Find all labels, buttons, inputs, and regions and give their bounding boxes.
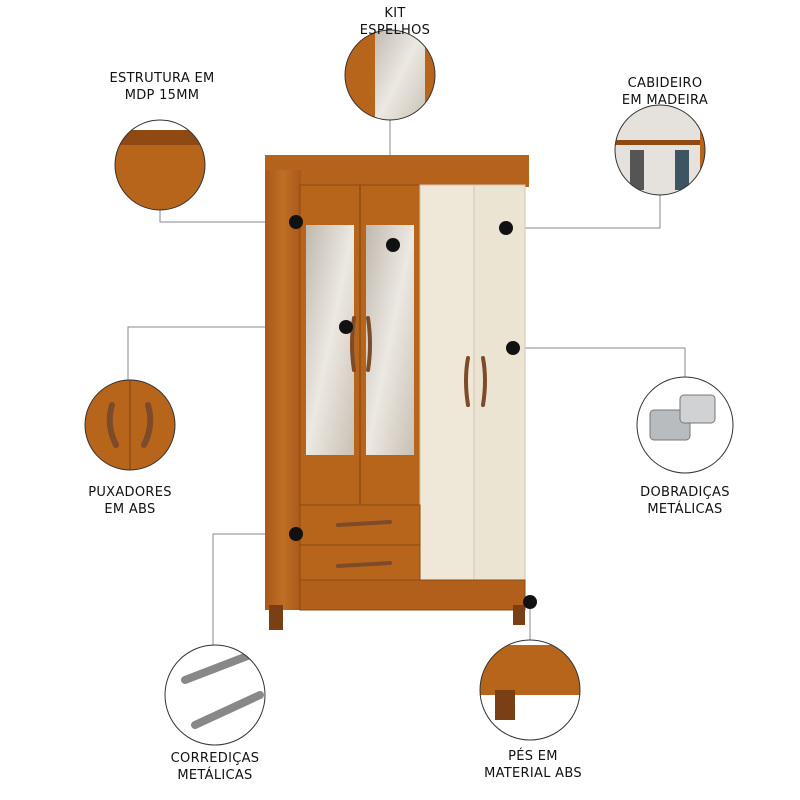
detail-cabideiro bbox=[615, 105, 705, 195]
detail-circle-outlines bbox=[84, 29, 734, 746]
detail-puxadores bbox=[85, 380, 175, 470]
wardrobe bbox=[265, 155, 529, 630]
callout-dots bbox=[289, 215, 537, 609]
detail-dobradicas bbox=[637, 377, 733, 473]
detail-estrutura bbox=[115, 120, 205, 210]
detail-kit-espelhos bbox=[345, 30, 435, 120]
detail-corredicas bbox=[165, 645, 265, 745]
detail-pes bbox=[480, 640, 580, 740]
